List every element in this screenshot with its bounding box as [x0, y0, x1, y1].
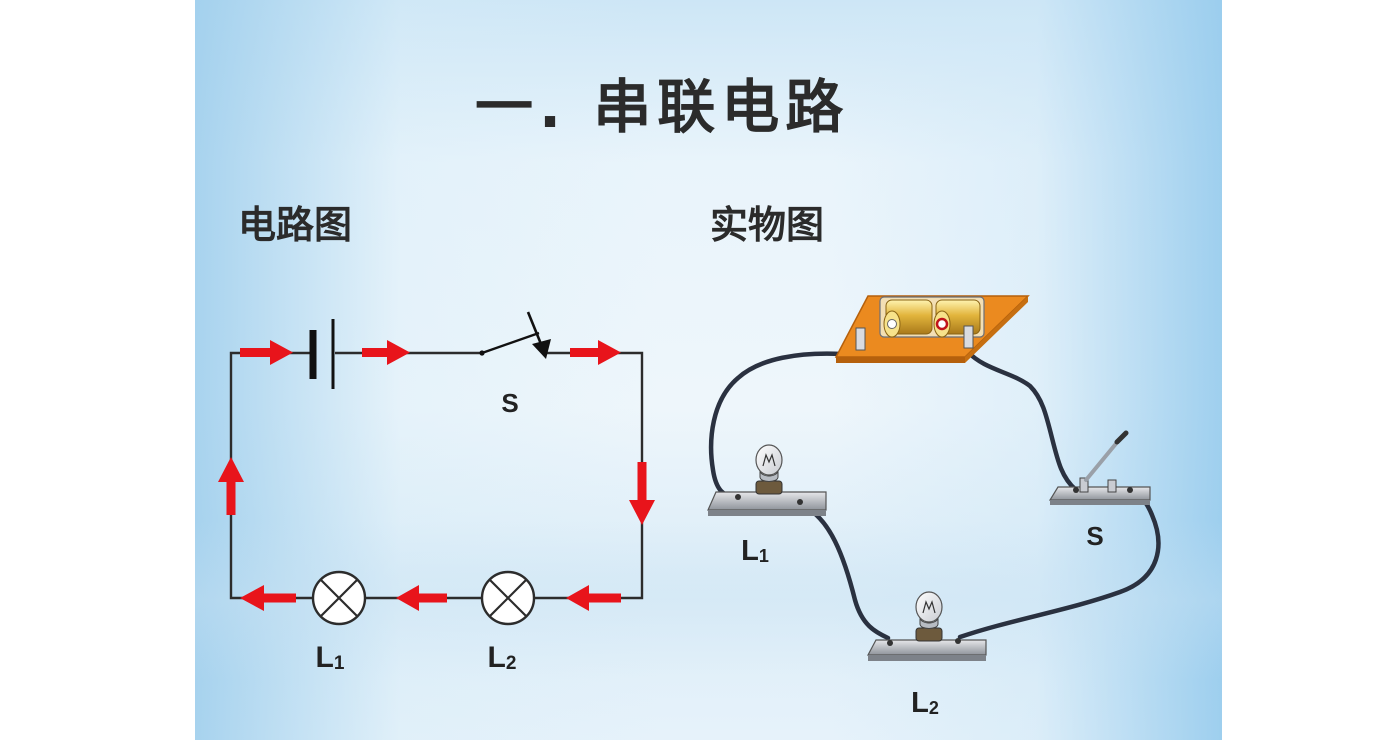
battery-cell: [883, 299, 933, 338]
physical-circuit: S L1 L2: [707, 295, 1161, 719]
lamp-2-label: L2: [488, 641, 517, 674]
lamp-2-holder: [867, 591, 987, 661]
slide: 一. 串联电路 电路图 实物图: [195, 0, 1222, 740]
current-arrow: [362, 340, 410, 365]
lamp-2-symbol: [480, 570, 536, 626]
schematic-wires: [229, 351, 644, 600]
switch-label: S: [501, 388, 518, 418]
current-arrow: [570, 340, 621, 365]
physical-lamp-2-subscript: 2: [929, 698, 939, 718]
current-arrows: [218, 340, 655, 611]
physical-switch-label: S: [1086, 521, 1103, 551]
switch-symbol: [479, 311, 551, 359]
current-arrow: [396, 585, 447, 611]
lamp-2-label-letter: L: [488, 641, 506, 674]
current-arrow: [218, 457, 244, 515]
physical-lamp-1-subscript: 1: [759, 546, 769, 566]
current-arrow: [240, 340, 293, 365]
wire-lamp2-to-switch: [957, 487, 1161, 640]
physical-lamp-2-letter: L: [911, 687, 929, 719]
physical-diagram-label: 实物图: [710, 203, 825, 247]
lamp-1-holder: [707, 444, 827, 516]
knife-switch: [1048, 430, 1151, 505]
physical-lamp-1-letter: L: [741, 535, 759, 567]
lamp-1-symbol: [311, 570, 367, 626]
schematic-circuit: S L1 L2: [218, 311, 655, 674]
current-arrow: [240, 585, 296, 611]
wire-switch-to-battery: [965, 349, 1079, 493]
physical-lamp-1-label: L1: [741, 535, 769, 567]
battery-holder: [834, 295, 1030, 363]
circuit-diagram-label: 电路图: [238, 203, 353, 247]
lamp-1-label-subscript: 1: [334, 653, 345, 674]
lamp-1-label-letter: L: [316, 641, 334, 674]
wire-battery-to-lamp1: [708, 351, 845, 499]
lamp-1-label: L1: [316, 641, 345, 674]
page-title: 一. 串联电路: [475, 73, 850, 141]
current-arrow: [566, 585, 621, 611]
current-arrow: [629, 462, 655, 525]
battery-symbol: [309, 319, 335, 389]
physical-lamp-2-label: L2: [911, 687, 939, 719]
lamp-2-label-subscript: 2: [506, 653, 517, 674]
wire-lamp1-to-lamp2: [797, 502, 891, 641]
